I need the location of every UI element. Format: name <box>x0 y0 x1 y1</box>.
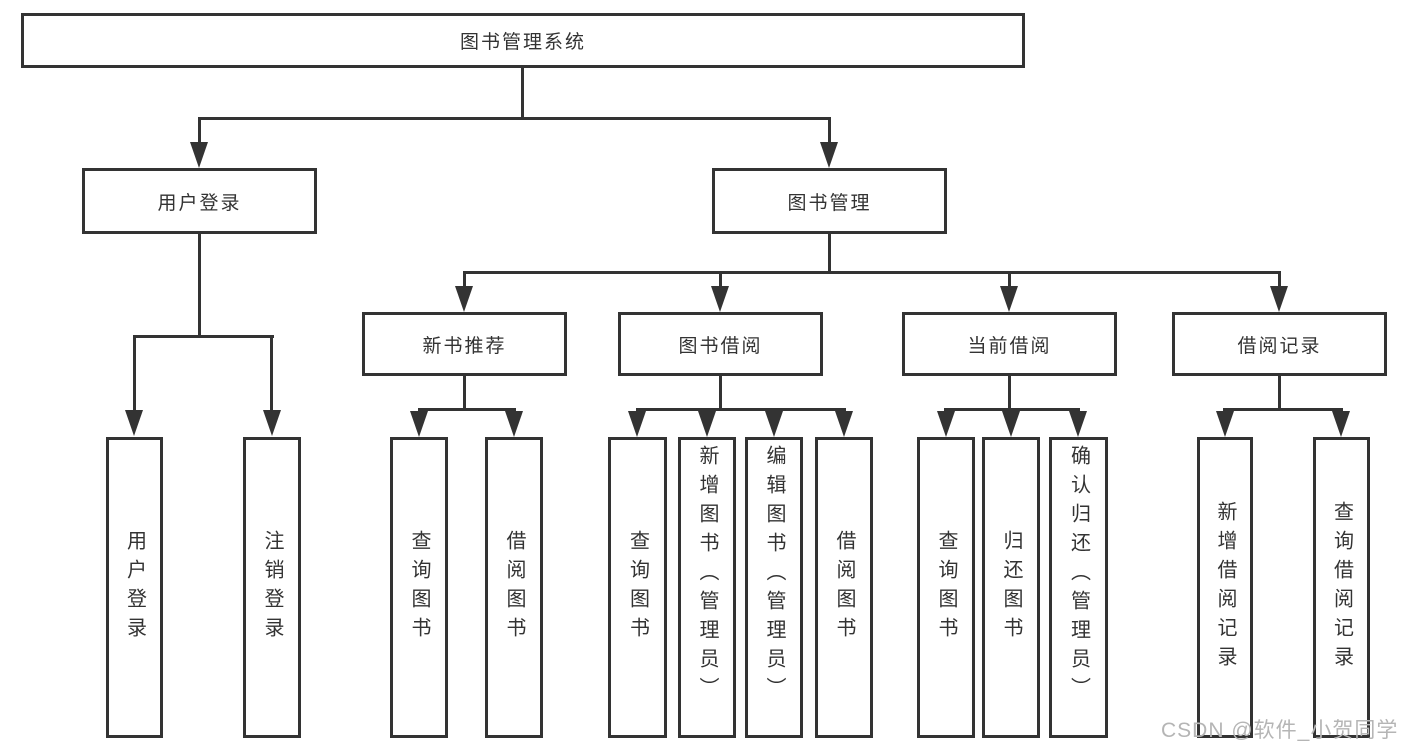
node-current-borrowing: 当前借阅 <box>902 312 1117 376</box>
leaf-query-books-current-label: 查询图书 <box>935 529 957 646</box>
leaf-user-login-label: 用户登录 <box>123 529 146 646</box>
arrow-down-icon <box>263 410 281 436</box>
connector-line <box>198 117 201 144</box>
connector-line <box>719 376 722 410</box>
arrow-down-icon <box>765 411 783 437</box>
node-borrowing-records: 借阅记录 <box>1172 312 1387 376</box>
arrow-down-icon <box>698 411 716 437</box>
node-book-borrowing-label: 图书借阅 <box>678 335 763 357</box>
arrow-down-icon <box>505 411 523 437</box>
arrow-down-icon <box>820 142 838 168</box>
leaf-borrow-books: 借阅图书 <box>815 437 873 738</box>
connector-line <box>198 117 831 120</box>
leaf-query-books-borrowing: 查询图书 <box>608 437 667 738</box>
connector-line <box>133 335 274 338</box>
node-borrowing-records-label: 借阅记录 <box>1237 335 1322 357</box>
root-node-library-system: 图书管理系统 <box>21 13 1025 68</box>
node-user-login-label: 用户登录 <box>157 192 242 214</box>
leaf-query-books-current: 查询图书 <box>917 437 975 738</box>
connector-line <box>719 271 722 287</box>
arrow-down-icon <box>125 410 143 436</box>
arrow-down-icon <box>455 286 473 312</box>
connector-line <box>1223 408 1343 411</box>
connector-line <box>463 271 1281 274</box>
csdn-watermark: CSDN @软件_小贺同学 <box>1161 719 1399 742</box>
leaf-confirm-return-admin: 确认归还（管理员） <box>1049 437 1108 738</box>
leaf-borrow-books-label: 借阅图书 <box>833 529 855 646</box>
leaf-add-books-admin-label: 新增图书（管理员） <box>696 445 718 706</box>
arrow-down-icon <box>1069 411 1087 437</box>
node-new-book-recommend: 新书推荐 <box>362 312 567 376</box>
connector-line <box>463 271 466 287</box>
connector-line <box>1278 271 1281 287</box>
leaf-borrow-books-recommend-label: 借阅图书 <box>503 529 525 646</box>
leaf-logout: 注销登录 <box>243 437 301 738</box>
node-book-borrowing: 图书借阅 <box>618 312 823 376</box>
leaf-query-books-borrowing-label: 查询图书 <box>626 529 649 646</box>
leaf-return-books-label: 归还图书 <box>1000 529 1022 646</box>
leaf-add-books-admin: 新增图书（管理员） <box>678 437 736 738</box>
leaf-add-borrow-record: 新增借阅记录 <box>1197 437 1253 738</box>
connector-line <box>521 68 524 119</box>
arrow-down-icon <box>711 286 729 312</box>
connector-line <box>828 234 831 273</box>
connector-line <box>418 408 516 411</box>
arrow-down-icon <box>1270 286 1288 312</box>
arrow-down-icon <box>835 411 853 437</box>
node-new-book-recommend-label: 新书推荐 <box>422 335 507 357</box>
connector-line <box>270 335 273 411</box>
connector-line <box>828 117 831 144</box>
leaf-borrow-books-recommend: 借阅图书 <box>485 437 543 738</box>
leaf-query-books-recommend: 查询图书 <box>390 437 448 738</box>
connector-line <box>1008 271 1011 287</box>
node-book-management-label: 图书管理 <box>787 192 872 214</box>
arrow-down-icon <box>1216 411 1234 437</box>
arrow-down-icon <box>1332 411 1350 437</box>
leaf-query-borrow-record: 查询借阅记录 <box>1313 437 1370 738</box>
node-book-management: 图书管理 <box>712 168 947 234</box>
connector-line <box>463 376 466 410</box>
leaf-confirm-return-admin-label: 确认归还（管理员） <box>1067 445 1090 706</box>
leaf-return-books: 归还图书 <box>982 437 1040 738</box>
arrow-down-icon <box>937 411 955 437</box>
arrow-down-icon <box>190 142 208 168</box>
node-user-login: 用户登录 <box>82 168 317 234</box>
leaf-user-login: 用户登录 <box>106 437 163 738</box>
leaf-add-borrow-record-label: 新增借阅记录 <box>1214 500 1236 675</box>
connector-line <box>636 408 846 411</box>
arrow-down-icon <box>410 411 428 437</box>
arrow-down-icon <box>1000 286 1018 312</box>
arrow-down-icon <box>1002 411 1020 437</box>
connector-line <box>198 234 201 336</box>
node-current-borrowing-label: 当前借阅 <box>967 335 1052 357</box>
leaf-query-books-recommend-label: 查询图书 <box>408 529 430 646</box>
root-node-label: 图书管理系统 <box>459 32 586 53</box>
leaf-edit-books-admin: 编辑图书（管理员） <box>745 437 803 738</box>
connector-line <box>1278 376 1281 410</box>
connector-line <box>944 408 1080 411</box>
connector-line <box>1008 376 1011 410</box>
leaf-edit-books-admin-label: 编辑图书（管理员） <box>763 445 785 706</box>
leaf-query-borrow-record-label: 查询借阅记录 <box>1330 500 1353 675</box>
arrow-down-icon <box>628 411 646 437</box>
connector-line <box>133 335 136 411</box>
leaf-logout-label: 注销登录 <box>261 529 283 646</box>
